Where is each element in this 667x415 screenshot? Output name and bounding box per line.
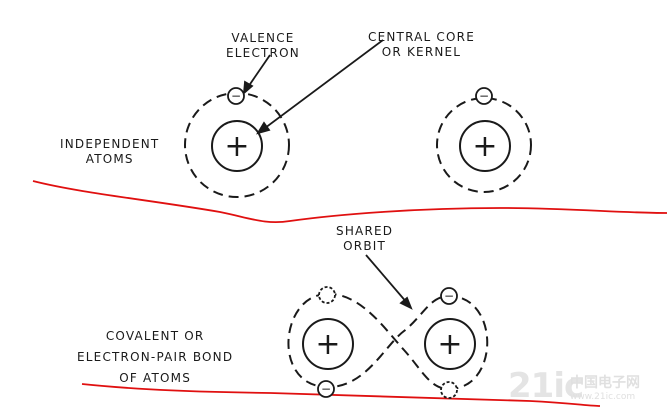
label-central-core: CENTRAL CORE OR KERNEL <box>368 30 475 60</box>
arrowhead-valence <box>242 80 254 96</box>
central-core <box>459 120 511 172</box>
shared-electron-top-right <box>440 287 458 305</box>
shared-electron-bottom-right <box>440 381 458 399</box>
watermark: 21ic 中国电子网 www.21ic.com <box>508 366 663 412</box>
label-line: COVALENT OR <box>105 329 205 343</box>
core-plus-symbol: + <box>224 129 249 164</box>
independent-atom-right: + − <box>436 87 532 193</box>
core-plus-symbol: + <box>315 327 340 362</box>
label-line: CENTRAL CORE <box>368 30 475 44</box>
label-line: ATOMS <box>85 152 134 166</box>
electron-minus-symbol: − <box>231 89 241 103</box>
label-shared-orbit: SHARED ORBIT <box>336 224 393 254</box>
electron-minus-symbol: − <box>444 289 454 303</box>
label-covalent-bond: COVALENT OR ELECTRON-PAIR BOND OF ATOMS <box>77 326 233 389</box>
valence-electron <box>227 87 245 105</box>
valence-electron <box>475 87 493 105</box>
label-valence-electron: VALENCE ELECTRON <box>226 31 300 61</box>
arrowhead-shared-orbit <box>399 296 413 310</box>
core-plus-symbol: + <box>472 129 497 164</box>
label-line: ELECTRON-PAIR BOND <box>77 350 234 364</box>
electron-minus-symbol: − <box>321 382 331 396</box>
watermark-name: 中国电子网 <box>570 375 640 391</box>
label-line: ORBIT <box>343 239 387 253</box>
label-line: INDEPENDENT <box>60 137 160 151</box>
label-line: ELECTRON <box>226 46 300 60</box>
central-core-right <box>424 318 476 370</box>
label-independent-atoms: INDEPENDENT ATOMS <box>60 137 159 167</box>
arrow-shared-orbit <box>365 254 409 305</box>
label-line: OF ATOMS <box>119 371 192 385</box>
red-divider-top <box>32 180 667 224</box>
label-arrows <box>242 39 413 310</box>
label-line: SHARED <box>336 224 394 238</box>
core-plus-symbol: + <box>437 327 462 362</box>
electron-minus-symbol: − <box>479 89 489 103</box>
covalent-bond-atoms: + + − − <box>287 286 489 399</box>
watermark-url: www.21ic.com <box>570 392 636 402</box>
red-divider-bottom <box>81 383 601 407</box>
shared-electron-top-left <box>318 286 336 304</box>
label-line: VALENCE <box>231 31 295 45</box>
central-core-left <box>302 318 354 370</box>
arrow-core <box>260 39 384 132</box>
central-core <box>211 120 263 172</box>
label-line: OR KERNEL <box>381 45 462 59</box>
watermark-logo: 21ic <box>508 366 584 406</box>
arrowhead-core <box>256 121 271 135</box>
independent-atom-left: + − <box>184 87 290 198</box>
orbit-dashed <box>436 97 532 193</box>
shared-electron-bottom-left <box>317 380 335 398</box>
